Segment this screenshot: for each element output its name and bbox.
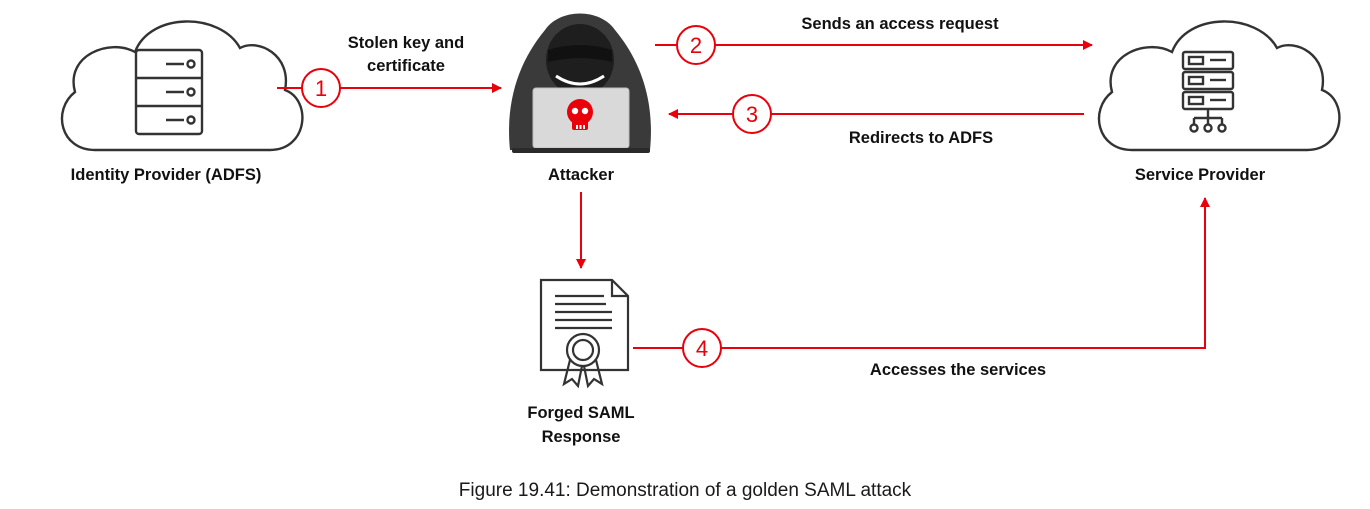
attacker-node: Attacker (509, 13, 651, 184)
identity-provider-node: Identity Provider (ADFS) (60, 20, 304, 184)
step-3-label: Redirects to ADFS (849, 129, 993, 147)
cloud-server-icon (60, 20, 304, 152)
certificate-icon (539, 278, 630, 389)
step-1-label-line2: certificate (367, 57, 445, 75)
step-3-number: 3 (746, 102, 758, 127)
skull-icon (567, 99, 593, 130)
hooded-hacker-icon (509, 13, 651, 153)
step-2-badge (676, 25, 716, 65)
step-4-number: 4 (696, 336, 708, 361)
forged-saml-node: Forged SAML Response (527, 278, 635, 446)
step-1-label-line1: Stolen key and (348, 34, 464, 52)
step-4-badge (682, 328, 722, 368)
step-4-label: Accesses the services (870, 361, 1046, 379)
step-2-number: 2 (690, 33, 702, 58)
step-2-label: Sends an access request (801, 15, 999, 33)
step-1-number: 1 (315, 76, 327, 101)
service-provider-label: Service Provider (1135, 166, 1266, 184)
step-1-connector: 1 Stolen key and certificate (277, 34, 502, 108)
figure-caption: Figure 19.41: Demonstration of a golden … (459, 480, 912, 501)
step-3-connector: 3 Redirects to ADFS (668, 94, 1084, 147)
identity-provider-label: Identity Provider (ADFS) (71, 166, 262, 184)
attacker-label: Attacker (548, 166, 615, 184)
forged-saml-label-line2: Response (542, 428, 621, 446)
step-3-badge (732, 94, 772, 134)
step-2-connector: 2 Sends an access request (655, 15, 1093, 65)
forged-saml-label-line1: Forged SAML (527, 404, 634, 422)
cloud-server-rack-icon (1097, 20, 1341, 152)
step-1-badge (301, 68, 341, 108)
step-4-connector: 4 Accesses the services (633, 197, 1210, 379)
service-provider-node: Service Provider (1097, 20, 1341, 184)
